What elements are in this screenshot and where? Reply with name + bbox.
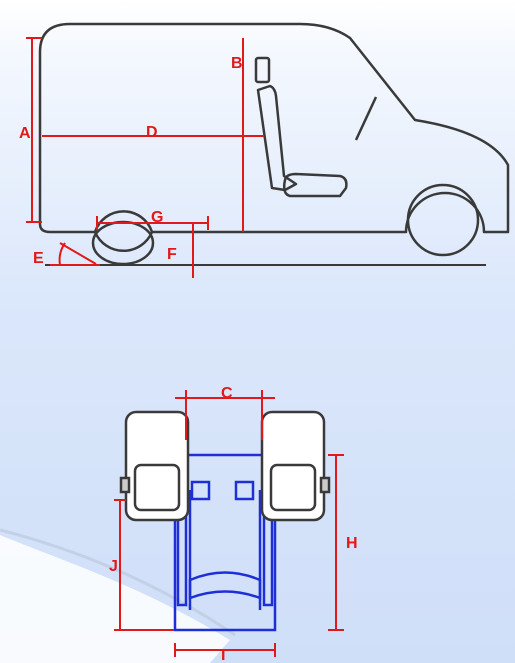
top-dimensions — [114, 390, 344, 657]
label-b: B — [231, 55, 243, 72]
dim-e-arc — [58, 242, 66, 266]
van-side-view — [38, 22, 510, 266]
rear-wheel — [93, 231, 154, 253]
right-seat-cushion — [269, 463, 317, 512]
seat-backrest — [256, 84, 298, 192]
wheelchair-backrest — [188, 571, 262, 600]
windscreen-line — [354, 96, 378, 141]
label-e: E — [33, 250, 44, 267]
wheelchair-armrest-right — [234, 480, 255, 501]
top-view — [114, 390, 344, 657]
label-i: I — [221, 647, 225, 663]
left-seat-cushion — [133, 463, 181, 512]
wheelchair-frame — [173, 453, 277, 632]
left-front-seat — [119, 410, 190, 522]
background-swoosh — [0, 535, 230, 663]
side-dimensions — [26, 37, 264, 278]
driver-seat — [254, 56, 348, 198]
background-swoosh-edge — [0, 528, 236, 637]
label-f: F — [167, 246, 177, 263]
label-h: H — [346, 535, 358, 552]
label-j: J — [109, 558, 118, 575]
right-seat-side — [319, 476, 331, 494]
label-g: G — [151, 209, 163, 226]
front-wheel — [406, 183, 480, 257]
dim-e-angle-line — [59, 242, 97, 265]
label-a: A — [19, 125, 31, 142]
left-seat-side — [119, 476, 131, 494]
wheelchair — [173, 453, 277, 632]
seat-headrest — [254, 56, 271, 84]
van-body-outline — [38, 22, 510, 234]
label-d: D — [146, 124, 158, 141]
label-c: C — [221, 385, 233, 402]
wheelchair-armrest-left — [190, 480, 211, 501]
seat-cushion — [282, 172, 348, 198]
right-front-seat — [260, 410, 331, 522]
